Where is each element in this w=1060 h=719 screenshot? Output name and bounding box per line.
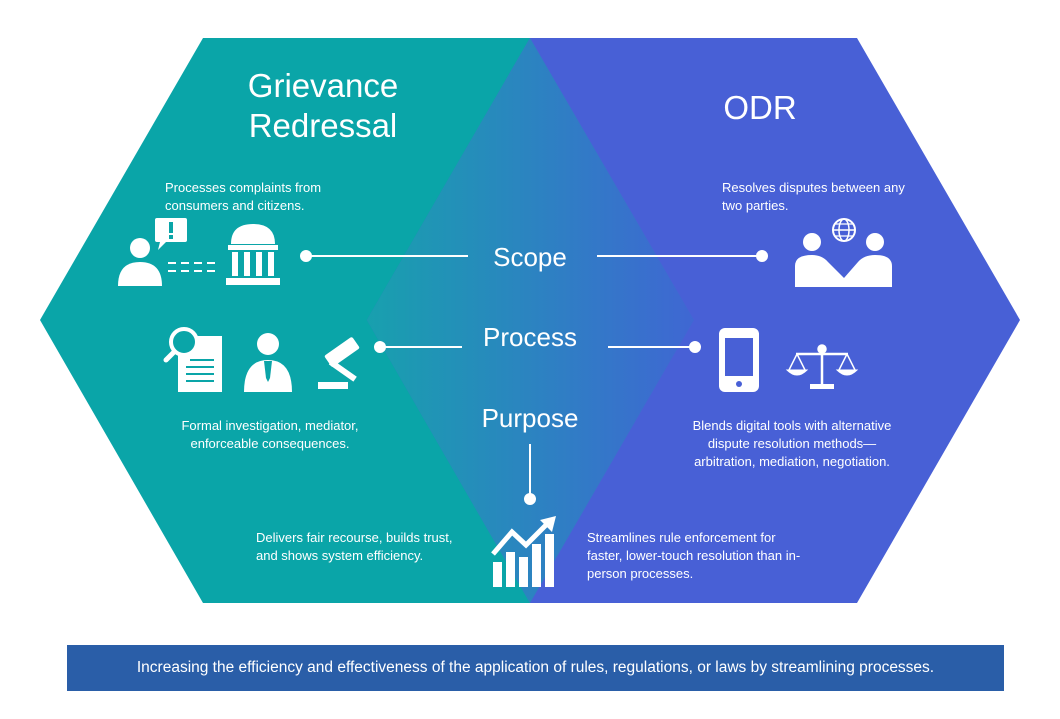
- process-label: Process: [483, 322, 577, 352]
- right-process-line1: Blends digital tools with alternative: [692, 418, 892, 433]
- scope-right-dot: [756, 250, 768, 262]
- right-process-description: Blends digital tools with alternative di…: [672, 417, 912, 471]
- right-purpose-description: Streamlines rule enforcement for faster,…: [587, 530, 801, 581]
- person-alert-icon: [118, 218, 215, 286]
- process-right-dot: [689, 341, 701, 353]
- magnifier-document-icon: [163, 327, 222, 392]
- left-title-line2: Redressal: [248, 107, 398, 144]
- gavel-icon: [318, 337, 360, 389]
- smartphone-icon: [719, 328, 759, 392]
- scope-label: Scope: [493, 242, 567, 272]
- government-building-icon: [226, 224, 280, 285]
- process-left-dot: [374, 341, 386, 353]
- footer-banner: Increasing the efficiency and effectiven…: [67, 645, 1004, 691]
- person-tie-icon: [244, 333, 292, 392]
- handshake-globe-icon: [795, 218, 892, 287]
- right-scope-description: Resolves disputes between any two partie…: [722, 180, 905, 213]
- left-purpose-description: Delivers fair recourse, builds trust, an…: [256, 530, 453, 563]
- scales-icon: [785, 344, 859, 389]
- overlap-region: [367, 38, 694, 603]
- purpose-label: Purpose: [481, 403, 579, 433]
- right-panel-title: ODR: [723, 89, 797, 126]
- right-process-line3: arbitration, mediation, negotiation.: [694, 454, 890, 469]
- scope-left-dot: [300, 250, 312, 262]
- left-scope-description: Processes complaints from consumers and …: [165, 180, 322, 213]
- right-process-line2: dispute resolution methods—: [707, 436, 877, 451]
- left-title-line1: Grievance: [247, 67, 399, 104]
- purpose-dot: [524, 493, 536, 505]
- left-panel-title: Grievance Redressal: [203, 66, 443, 146]
- growth-chart-icon: [491, 516, 556, 587]
- left-process-description: Formal investigation, mediator, enforcea…: [181, 418, 359, 451]
